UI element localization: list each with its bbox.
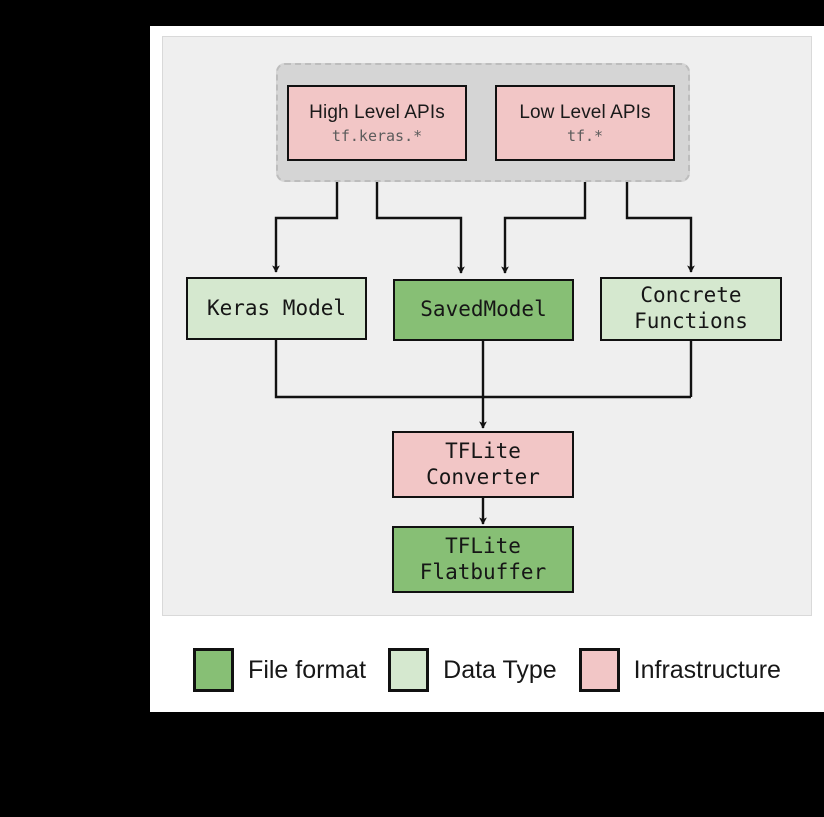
node-title: Concrete Functions <box>634 283 748 333</box>
node-title: TFLite Converter <box>426 438 540 489</box>
legend-swatch-infrastructure <box>578 648 620 692</box>
node-title: High Level APIs <box>309 101 445 123</box>
node-keras-model[interactable]: Keras Model <box>186 277 367 340</box>
legend-swatch-data-type <box>388 648 430 692</box>
node-title: SavedModel <box>420 297 547 322</box>
node-title: Keras Model <box>206 295 347 320</box>
node-low-level-apis[interactable]: Low Level APIs tf.* <box>495 85 675 161</box>
legend-swatch-file-format <box>193 648 235 692</box>
legend-label: Infrastructure <box>633 655 781 684</box>
node-title: Low Level APIs <box>519 101 651 123</box>
legend-item-infrastructure: Infrastructure <box>578 648 781 692</box>
node-subtitle: tf.keras.* <box>331 126 423 145</box>
node-tflite-flatbuffer[interactable]: TFLite Flatbuffer <box>392 526 574 593</box>
node-concrete-functions[interactable]: Concrete Functions <box>600 277 782 341</box>
node-high-level-apis[interactable]: High Level APIs tf.keras.* <box>287 85 467 161</box>
node-subtitle: tf.* <box>566 126 604 145</box>
legend-label: Data Type <box>443 655 557 684</box>
node-tflite-converter[interactable]: TFLite Converter <box>392 431 574 498</box>
legend-item-data-type: Data Type <box>388 648 557 692</box>
node-saved-model[interactable]: SavedModel <box>393 279 574 341</box>
legend-label: File format <box>248 655 367 684</box>
legend-item-file-format: File format <box>193 648 366 692</box>
node-title: TFLite Flatbuffer <box>419 533 547 584</box>
legend: File format Data Type Infrastructure <box>150 632 824 708</box>
